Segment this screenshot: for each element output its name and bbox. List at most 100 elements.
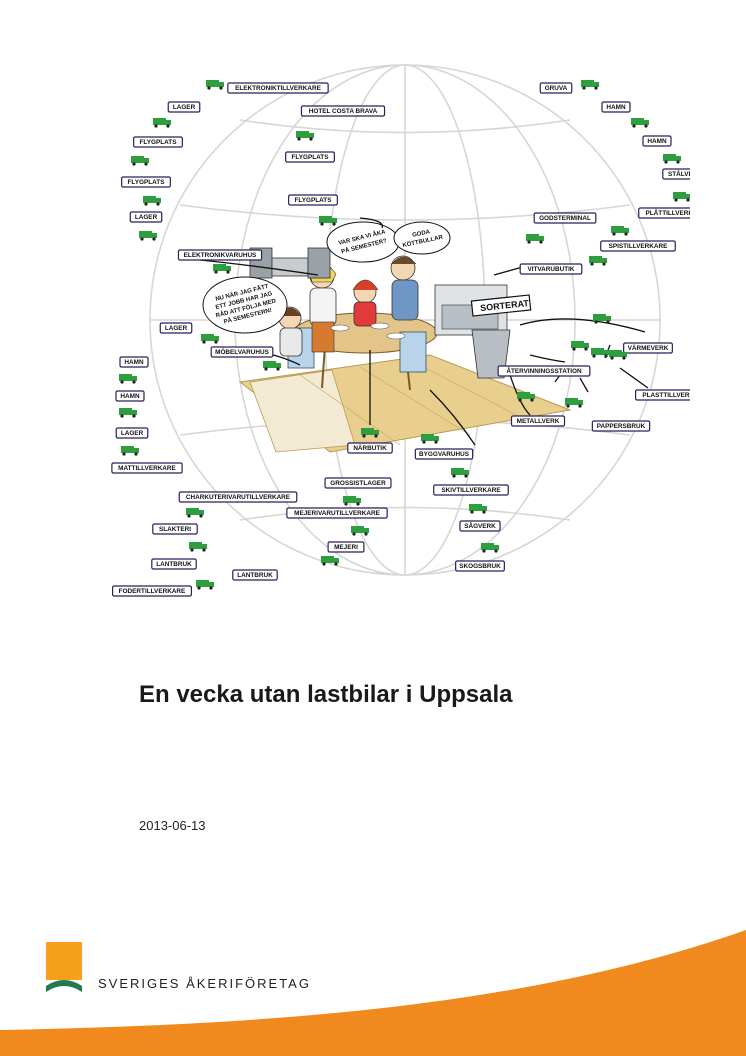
location-label-flygplats-4: FLYGPLATS (288, 194, 338, 206)
location-label-hamn-4: HAMN (115, 390, 145, 402)
document-title: En vecka utan lastbilar i Uppsala (139, 681, 513, 708)
location-label-pappersbruk: PAPPERSBRUK (591, 420, 651, 432)
location-label-text: PLASTTILLVERKARE (642, 392, 690, 399)
location-label-plasttillverkare: PLASTTILLVERKARE (635, 389, 690, 401)
location-label-lager-left: LAGER (129, 211, 163, 223)
location-label-sagverk: SÅGVERK (459, 520, 501, 532)
location-label-atervinning: ÅTERVINNINGSSTATION (497, 365, 591, 377)
truck-icon (593, 314, 611, 324)
location-label-metallverk: METALLVERK (510, 415, 566, 427)
location-label-fodertillverkare: FODERTILLVERKARE (112, 585, 193, 597)
location-label-text: CHARKUTERIVARUTILLVERKARE (186, 494, 291, 501)
location-label-byggvaruhus: BYGGVARUHUS (414, 448, 474, 460)
location-label-text: MÖBELVARUHUS (215, 347, 269, 356)
truck-icon (201, 334, 219, 344)
truck-icon (451, 468, 469, 478)
location-label-text: ÅTERVINNINGSSTATION (506, 366, 582, 375)
location-label-text: LAGER (135, 214, 158, 221)
truck-icon (196, 580, 214, 590)
location-label-text: FLYGPLATS (292, 154, 330, 161)
location-label-lantbruk-1: LANTBRUK (151, 558, 197, 570)
location-label-text: FLYGPLATS (140, 139, 178, 146)
location-label-hotel: HOTEL COSTA BRAVA (300, 105, 386, 117)
truck-icon (351, 526, 369, 536)
truck-icon (421, 434, 439, 444)
location-label-text: PAPPERSBRUK (597, 423, 646, 430)
location-label-text: STÅLVERK (668, 169, 690, 178)
location-label-text: HAMN (120, 393, 140, 400)
truck-icon (631, 118, 649, 128)
truck-icon (361, 428, 379, 438)
location-label-text: SKIVTILLVERKARE (441, 487, 501, 494)
location-label-text: MEJERIVARUTILLVERKARE (294, 510, 380, 517)
truck-icon (609, 350, 627, 360)
location-label-text: LANTBRUK (237, 572, 273, 579)
truck-icon (611, 226, 629, 236)
location-label-text: VITVARUBUTIK (527, 266, 574, 273)
truck-icon (469, 504, 487, 514)
location-label-charkuteri: CHARKUTERIVARUTILLVERKARE (178, 491, 298, 503)
location-label-lantbruk-2: LANTBRUK (232, 569, 278, 581)
location-label-skivtillverkare: SKIVTILLVERKARE (433, 484, 509, 496)
location-label-grossistlager: GROSSISTLAGER (324, 477, 392, 489)
location-label-text: NÄRBUTIK (353, 444, 387, 452)
location-label-skogsbruk: SKOGSBRUK (455, 560, 505, 572)
location-label-text: LAGER (173, 104, 196, 111)
speech-bubble-semester: VAR SKA VI ÅKA PÅ SEMESTER? (326, 221, 400, 263)
truck-icon (591, 348, 609, 358)
location-label-text: ELEKTRONIKVARUHUS (184, 252, 257, 259)
location-label-hamn-2: HAMN (642, 135, 672, 147)
truck-icon (481, 543, 499, 553)
truck-icon (589, 256, 607, 266)
truck-icon (153, 118, 171, 128)
location-label-plattillverkare: PLÅTTILLVERKARE (638, 207, 690, 219)
document-date: 2013-06-13 (139, 818, 206, 833)
location-label-mejeri: MEJERI (327, 541, 365, 553)
location-label-elektronikvaruhus: ELEKTRONIKVARUHUS (177, 249, 263, 261)
truck-icon (213, 264, 231, 274)
location-label-flygplats-2: FLYGPLATS (121, 176, 171, 188)
truck-icon (263, 361, 281, 371)
location-label-text: SKOGSBRUK (459, 563, 501, 570)
logistics-illustration: SORTERAT VAR SKA VI ÅKA PÅ SEMESTER? GOD… (111, 64, 690, 597)
truck-icon (139, 231, 157, 241)
location-label-hamn-1: HAMN (601, 101, 631, 113)
location-label-text: SPISTILLVERKARE (609, 243, 669, 250)
truck-icon (663, 154, 681, 164)
label-layer: ELEKTRONIKTILLVERKARE LAGER FLYGPLATS FLYGP… (111, 80, 690, 597)
location-label-text: GRUVA (545, 85, 568, 92)
truck-icon (119, 408, 137, 418)
location-label-hamn-3: HAMN (119, 356, 149, 368)
truck-icon (189, 542, 207, 552)
location-label-text: METALLVERK (517, 418, 560, 425)
location-label-text: ELEKTRONIKTILLVERKARE (235, 85, 322, 92)
location-label-text: FLYGPLATS (128, 179, 166, 186)
speech-bubble-kottbullar: GODA KÖTTBULLAR (393, 221, 451, 255)
location-label-text: MATTILLVERKARE (118, 465, 176, 472)
location-label-lager-mid: LAGER (159, 322, 193, 334)
location-label-text: HOTEL COSTA BRAVA (309, 108, 378, 115)
location-label-text: LANTBRUK (156, 561, 192, 568)
location-label-text: GODSTERMINAL (539, 215, 591, 222)
truck-icon (143, 196, 161, 206)
location-label-text: MEJERI (334, 544, 358, 551)
location-label-gruva: GRUVA (539, 82, 573, 94)
truck-icon (319, 216, 337, 226)
location-label-text: BYGGVARUHUS (419, 451, 470, 458)
akeriforetag-logo-icon (46, 942, 82, 992)
location-label-text: PLÅTTILLVERKARE (646, 208, 690, 217)
location-label-flygplats-1: FLYGPLATS (133, 136, 183, 148)
location-label-text: HAMN (124, 359, 144, 366)
sorterat-sign: SORTERAT (470, 294, 532, 317)
location-label-text: LAGER (165, 325, 188, 332)
truck-icon (186, 508, 204, 518)
orange-swoosh (0, 930, 746, 1056)
location-label-text: FODERTILLVERKARE (119, 588, 186, 595)
location-label-spistillverkare: SPISTILLVERKARE (600, 240, 676, 252)
truck-icon (321, 556, 339, 566)
truck-icon (121, 446, 139, 456)
truck-icon (581, 80, 599, 90)
location-label-lager-low: LAGER (115, 427, 149, 439)
truck-icon (673, 192, 690, 202)
